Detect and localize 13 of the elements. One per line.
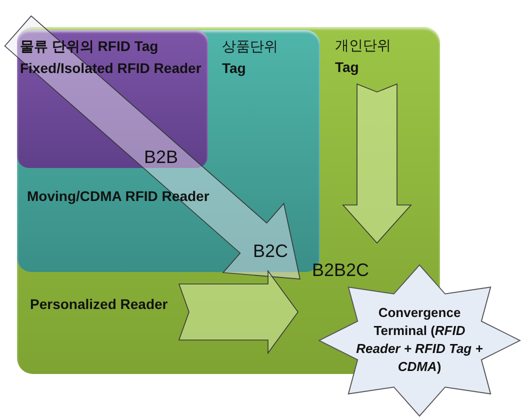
arrow-label: B2B2C	[312, 259, 370, 281]
block-arrow	[4, 15, 300, 280]
reader-label: Personalized Reader	[30, 296, 168, 313]
heading-text: Tag	[335, 59, 359, 76]
arrow-label: B2C	[253, 240, 288, 262]
arrow-label: B2B	[144, 146, 178, 168]
heading-text: Tag	[222, 60, 246, 77]
heading-text: 상품단위	[222, 38, 278, 55]
block-arrow	[342, 83, 412, 244]
heading-text: 개인단위	[335, 37, 391, 54]
group-panel	[17, 30, 208, 168]
block-arrow	[178, 270, 298, 354]
terminal-text: Convergence Terminal (RFID Reader + RFID Tag + CDMA)	[355, 304, 484, 376]
